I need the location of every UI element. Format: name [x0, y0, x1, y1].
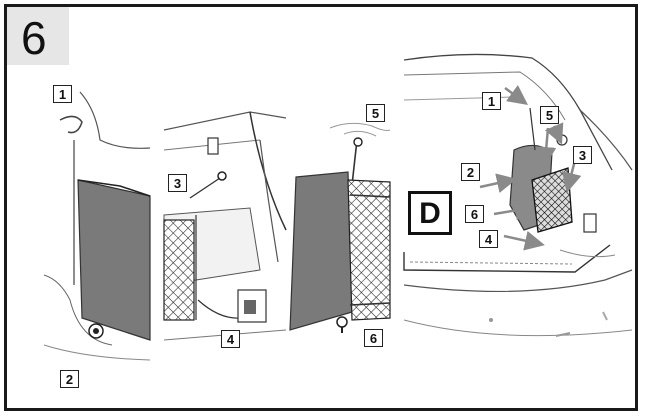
callout-label: 6 — [465, 205, 484, 223]
arrow-5b — [544, 122, 564, 145]
arrow-3 — [561, 159, 582, 193]
callout-label: 5 — [540, 106, 559, 124]
step-number-tab: 6 — [7, 7, 69, 65]
callout-label: 1 — [482, 92, 501, 110]
callout-label: 4 — [479, 230, 498, 248]
callout-label: 3 — [168, 174, 187, 192]
arrow-6 — [493, 200, 535, 221]
view-badge: D — [408, 191, 452, 235]
panel-1-illustration — [43, 90, 151, 380]
callout-label: 6 — [364, 329, 383, 347]
callout-label: 2 — [60, 370, 79, 388]
arrow-1 — [504, 85, 529, 105]
callout-label: 2 — [461, 163, 480, 181]
callout-label: 3 — [573, 146, 592, 164]
arrow-4 — [503, 230, 545, 251]
panel-4-callout-arrows — [479, 85, 582, 251]
arrow-2 — [479, 173, 517, 193]
callout-label: 5 — [366, 104, 385, 122]
callout-label: 1 — [53, 85, 72, 103]
panel-2-illustration — [163, 103, 287, 347]
callout-label: 4 — [221, 330, 240, 348]
step-number: 6 — [21, 12, 47, 64]
panel-3-illustration — [288, 103, 391, 347]
